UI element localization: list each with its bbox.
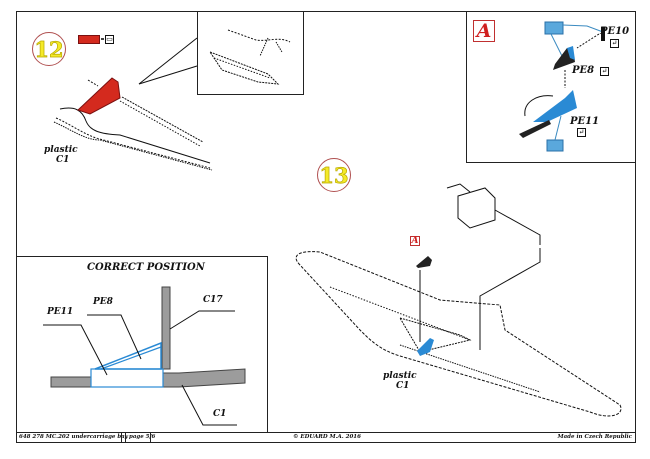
pe11-part (533, 90, 577, 122)
red-part-pe (77, 77, 121, 115)
footer-copyright: © EDUARD M.A. 2016 (293, 434, 361, 440)
correct-position-title: CORRECT POSITION (87, 262, 205, 273)
step13-part-label: plastic (383, 371, 417, 381)
step-number-12: 12 (32, 32, 66, 66)
bend-icon: ↵ (600, 67, 609, 76)
pe8-label: PE8 (572, 65, 595, 76)
subassembly-a-drawing (519, 21, 605, 152)
superglue-icon (544, 21, 564, 35)
gun-part (457, 187, 496, 229)
pe11-label: PE11 (47, 307, 74, 317)
pe11-label: PE11 (570, 116, 600, 127)
red-color-swatch (78, 35, 100, 44)
subassembly-a-badge: A (473, 20, 495, 42)
subassembly-a-inset: A PE10 ↵ PE8 ↵ PE11 ↵ (466, 11, 636, 163)
subassembly-a-ref: A (410, 236, 420, 246)
pe-part-installed (417, 338, 434, 356)
step13-part-code: C1 (396, 381, 410, 391)
wing-outline (295, 251, 622, 417)
c17-label: C17 (203, 295, 223, 305)
step12-part-code: C1 (56, 155, 70, 165)
footer-product: 648 278 MC.202 undercarriage bay (19, 434, 128, 440)
pe10-part (601, 27, 605, 41)
bend-icon: ↵ (577, 128, 586, 137)
bend-icon: ↵ (610, 39, 619, 48)
detail-inset-drawing (208, 29, 291, 85)
pe8-part (94, 341, 162, 370)
correct-position-box: CORRECT POSITION PE11 PE8 C17 C1 (16, 256, 268, 433)
paint-code-icon: ▭ (105, 35, 114, 44)
pe10-label: PE10 (600, 26, 630, 37)
callout-line (138, 37, 198, 85)
pe8-label: PE8 (93, 297, 113, 307)
footer-bar: 648 278 MC.202 undercarriage bay page 5/… (16, 432, 636, 443)
correct-position-drawing (43, 286, 246, 426)
superglue-icon (546, 139, 564, 152)
footer-page: page 5/6 (129, 434, 156, 440)
equals-mark (101, 38, 104, 40)
detail-inset (197, 11, 304, 95)
pe11-part (90, 368, 164, 388)
c17-part (161, 286, 171, 370)
step-number-13: 13 (317, 158, 351, 192)
footer-origin: Made in Czech Republic (557, 434, 632, 440)
c1-label: C1 (213, 409, 227, 419)
subassembly-a-part (416, 256, 432, 268)
callout-line (138, 65, 198, 85)
step12-part-label: plastic (44, 145, 78, 155)
